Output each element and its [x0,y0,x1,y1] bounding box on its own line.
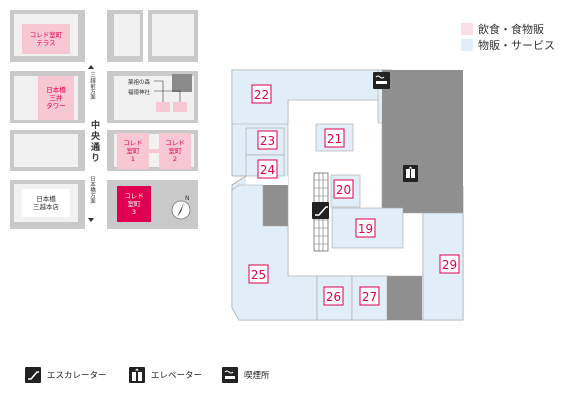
store-label-19[interactable]: 19 [355,218,376,238]
svg-text:24: 24 [260,163,275,177]
building-mitsukoshi: 日本橋 三越本店 [22,189,70,217]
compass-icon: N [171,195,191,220]
building-coredo-1: コレド 室町 1 [117,133,149,169]
key-map: コレド室町 テラス 日本橋 三井 タワー コレド 室町 1 コレド 室町 2 コ… [10,10,198,229]
floor-plan: 22 21 23 20 24 19 25 26 27 29 [231,69,464,321]
store-label-29[interactable]: 29 [439,254,460,274]
cross-street [10,171,198,180]
legend-food-swatch [461,23,473,35]
smoking-icon [373,72,390,89]
store-label-25[interactable]: 25 [248,264,269,284]
direction-arrows [88,65,94,222]
shrine-leader-lines [154,80,181,102]
store-label-23[interactable]: 23 [257,130,278,150]
escalator-icon [25,366,41,383]
building-nihonbashi-mitsui-tower: 日本橋 三井 タワー [38,76,74,120]
legend-retail: 物販・サービス [461,37,555,53]
store-label-27[interactable]: 27 [359,286,380,306]
shrine-plot [173,102,187,112]
svg-text:21: 21 [327,132,342,146]
store-25-area [231,184,318,321]
store-22-area [231,69,379,125]
building-coredo-terrace: コレド室町 テラス [22,24,70,54]
svg-text:25: 25 [251,268,266,282]
svg-text:23: 23 [260,134,275,148]
legend-food: 飲食・食物販 [461,21,544,37]
building-coredo-2: コレド 室町 2 [159,133,191,169]
direction-label-north: 三越前方面 [89,72,95,100]
building-connector [149,149,159,153]
elevator-icon [129,366,145,383]
dark-block [172,74,192,92]
shrine-label: 薬祖の森 [128,80,151,86]
legend-escalator: エスカレーター [25,366,107,383]
main-road-label: 中央通り [89,120,99,164]
elevator-icon [403,165,418,182]
store-label-21[interactable]: 21 [324,128,345,148]
service-area [382,70,463,213]
store-label-26[interactable]: 26 [323,286,344,306]
smoking-icon [222,366,238,383]
store-label-20[interactable]: 20 [333,179,354,199]
svg-text:27: 27 [362,290,377,304]
building-coredo-3: コレド 室町 3 [117,186,151,222]
legend-elevator: エレベーター [129,366,202,383]
store-label-22[interactable]: 22 [251,84,272,104]
cross-street [10,123,198,130]
svg-text:26: 26 [326,290,341,304]
escalator-icon [312,202,329,219]
city-block [152,14,194,56]
legend-retail-swatch [461,39,473,51]
store-label-24[interactable]: 24 [257,159,278,179]
direction-label-south: 日本橋方面 [89,176,95,204]
cross-street [10,62,198,71]
svg-text:20: 20 [336,183,351,197]
service-area [263,184,288,226]
shrine-plot [156,102,170,112]
corridor [246,176,288,185]
svg-text:22: 22 [254,88,269,102]
service-area [387,276,422,320]
svg-text:29: 29 [442,258,457,272]
legend-smoking: 喫煙所 [222,366,270,383]
city-block [14,134,78,167]
side-street [143,10,148,62]
city-block [114,14,140,56]
svg-text:N: N [185,195,190,202]
shrine-label: 福徳神社 [128,90,151,96]
svg-text:19: 19 [358,222,373,236]
